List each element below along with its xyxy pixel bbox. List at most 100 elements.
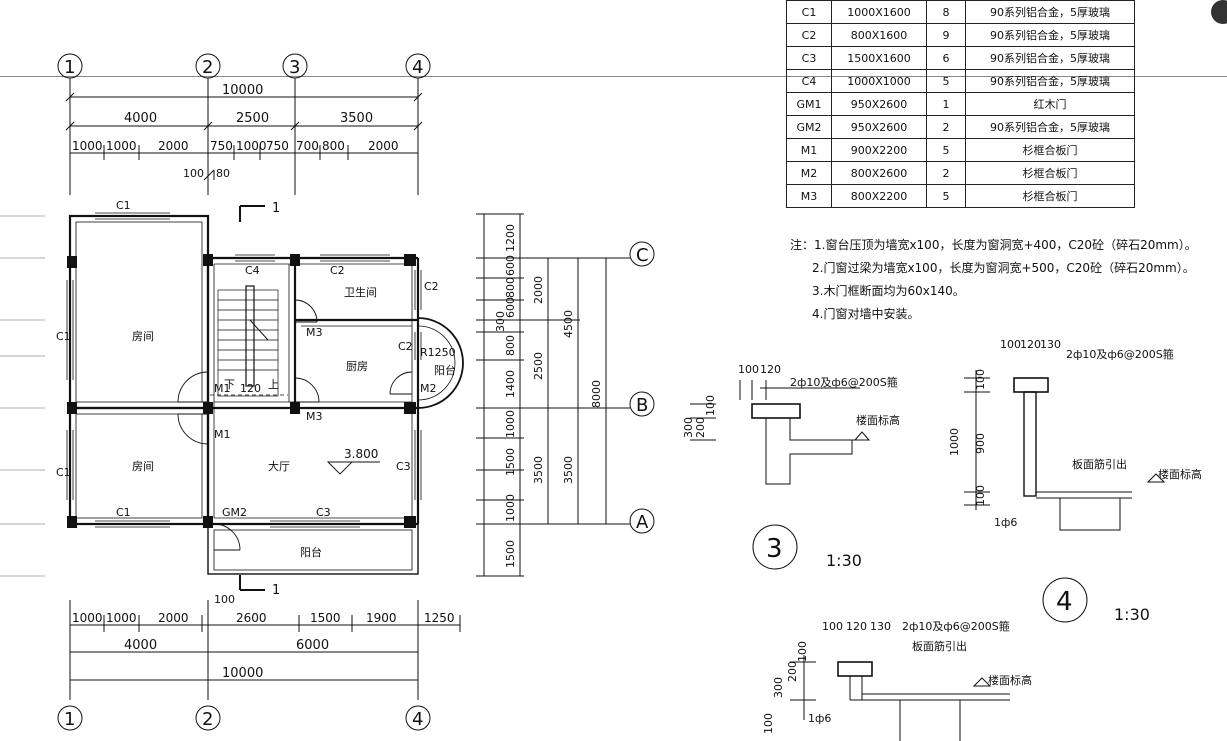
axis-label-2-bottom: 2: [202, 709, 213, 730]
corner-circle-icon: [1211, 0, 1227, 24]
dim-bottom-row2-0: 4000: [124, 638, 157, 653]
label-m1a: M1: [214, 382, 231, 395]
d4-scale: 1:30: [1114, 605, 1150, 624]
d4-dim-2: 130: [1040, 338, 1061, 351]
d4-dim-5: 1000: [948, 428, 961, 456]
dim-top-row3-0: 1000: [72, 139, 103, 153]
dim-right-c1-10: 1500: [504, 540, 517, 568]
schedule-cell-code: C3: [786, 46, 832, 70]
axis-label-2-top: 2: [202, 57, 213, 78]
d4-dim-0: 100: [1000, 338, 1021, 351]
d5-dim-3: 300: [772, 677, 785, 698]
dim-top-small: 100: [183, 167, 204, 180]
dim-right-c1-5: 800: [504, 335, 517, 356]
schedule-cell-qty: 5: [926, 69, 966, 93]
d3-dim-3: 200: [694, 417, 707, 438]
d3-dim-0: 100: [738, 363, 759, 376]
notes-block: 注：1.窗台压顶为墙宽x100，长度为窗洞宽+400，C20砼（碎石20mm）。…: [790, 234, 1197, 326]
dim-bottom-overall: 10000: [222, 666, 263, 681]
schedule-cell-note: 90系列铝合金，5厚玻璃: [965, 46, 1135, 70]
dim-bottom-small: 100: [214, 593, 235, 606]
label-c3-right: C3: [396, 460, 411, 473]
axis-label-4-top: 4: [412, 57, 423, 78]
schedule-cell-note: 杉框合板门: [965, 138, 1135, 162]
label-c2-right2: C2: [398, 340, 413, 353]
note-line: 2.门窗过梁为墙宽x100，长度为窗洞宽+500，C20砼（碎石20mm）。: [812, 261, 1195, 275]
d5-dim-2: 130: [870, 620, 891, 633]
d5-dim-5: 100: [796, 641, 809, 662]
schedule-cell-qty: 6: [926, 46, 966, 70]
d3-label: 楼面标高: [856, 413, 900, 427]
schedule-cell-note: 杉框合板门: [965, 184, 1135, 208]
room-balcony-bay: 阳台: [434, 363, 456, 377]
sheet-border-line: [0, 76, 1227, 77]
dim-right-c1-7: 1000: [504, 410, 517, 438]
label-m2: M2: [420, 382, 437, 395]
label-c1-left2: C1: [56, 466, 71, 479]
d5-dim-4: 200: [786, 661, 799, 682]
label-c3-bottom: C3: [316, 506, 331, 519]
dim-top-row3-7: 800: [322, 139, 345, 153]
label-section-top: 1: [272, 201, 280, 216]
schedule-cell-note: 90系列铝合金，5厚玻璃: [965, 115, 1135, 139]
schedule-cell-qty: 2: [926, 161, 966, 185]
label-elevation: 3.800: [344, 447, 378, 461]
detail-4-bubble: [1042, 577, 1088, 623]
dim-bottom-row1-2: 2000: [158, 611, 189, 625]
schedule-cell-code: C2: [786, 23, 832, 47]
axis-label-1-top: 1: [64, 57, 75, 78]
room-bedroom-1: 房间: [132, 330, 154, 343]
d5-dim-1: 120: [846, 620, 867, 633]
dim-right-c1-0: 1200: [504, 224, 517, 252]
note-line: 4.门窗对墙中安装。: [812, 307, 920, 321]
d3-dim-4: 100: [704, 395, 717, 416]
dim-top-row3-2: 2000: [158, 139, 189, 153]
dim-bottom-row1-5: 1900: [366, 611, 397, 625]
d5-label2: 楼面标高: [988, 673, 1032, 687]
d4-label1: 板面筋引出: [1072, 457, 1127, 471]
dim-top-row3-6: 700: [296, 139, 319, 153]
schedule-cell-size: 800X1600: [831, 23, 927, 47]
dim-top-overall: 10000: [222, 83, 263, 98]
dim-top-row3-5: 750: [266, 139, 289, 153]
dim-right-c4: 8000: [590, 380, 603, 408]
dim-right-c1-2: 800: [504, 277, 517, 298]
dim-bottom-row1-6: 1250: [424, 611, 455, 625]
schedule-cell-qty: 8: [926, 0, 966, 24]
schedule-cell-size: 800X2200: [831, 184, 927, 208]
schedule-cell-note: 红木门: [965, 92, 1135, 116]
axis-bubble-4-bottom: [405, 705, 431, 731]
label-stair-down: 下: [224, 378, 235, 391]
dim-right-c1-6: 1400: [504, 370, 517, 398]
note-line: 3.木门框断面均为60x140。: [812, 284, 965, 298]
wall-bedroom-1: [68, 214, 210, 410]
dim-right-c1-4: 300: [494, 311, 507, 332]
dim-right-c1-3: 600: [504, 297, 517, 318]
label-m3a: M3: [306, 326, 323, 339]
dim-top-row2-1: 2500: [236, 111, 269, 126]
label-stair-up: 上: [268, 378, 279, 391]
d5-bar: 1ф6: [808, 712, 831, 725]
wall-balcony-front: [207, 523, 419, 575]
axis-bubble-2-bottom: [195, 705, 221, 731]
label-m1b: M1: [214, 428, 231, 441]
d3-dim-1: 120: [760, 363, 781, 376]
note-line: 注：1.窗台压顶为墙宽x100，长度为窗洞宽+400，C20砼（碎石20mm）。: [790, 238, 1197, 252]
dim-bottom-row1-1: 1000: [106, 611, 137, 625]
label-m3b: M3: [306, 410, 323, 423]
schedule-cell-note: 90系列铝合金，5厚玻璃: [965, 69, 1135, 93]
d5-dim-6: 100: [762, 713, 775, 734]
label-c1-left1: C1: [56, 330, 71, 343]
room-hall: 大厅: [268, 459, 290, 473]
d3-scale: 1:30: [826, 551, 862, 570]
label-c1-bottom: C1: [116, 506, 131, 519]
schedule-cell-qty: 5: [926, 138, 966, 162]
dim-right-c1-9: 1000: [504, 494, 517, 522]
